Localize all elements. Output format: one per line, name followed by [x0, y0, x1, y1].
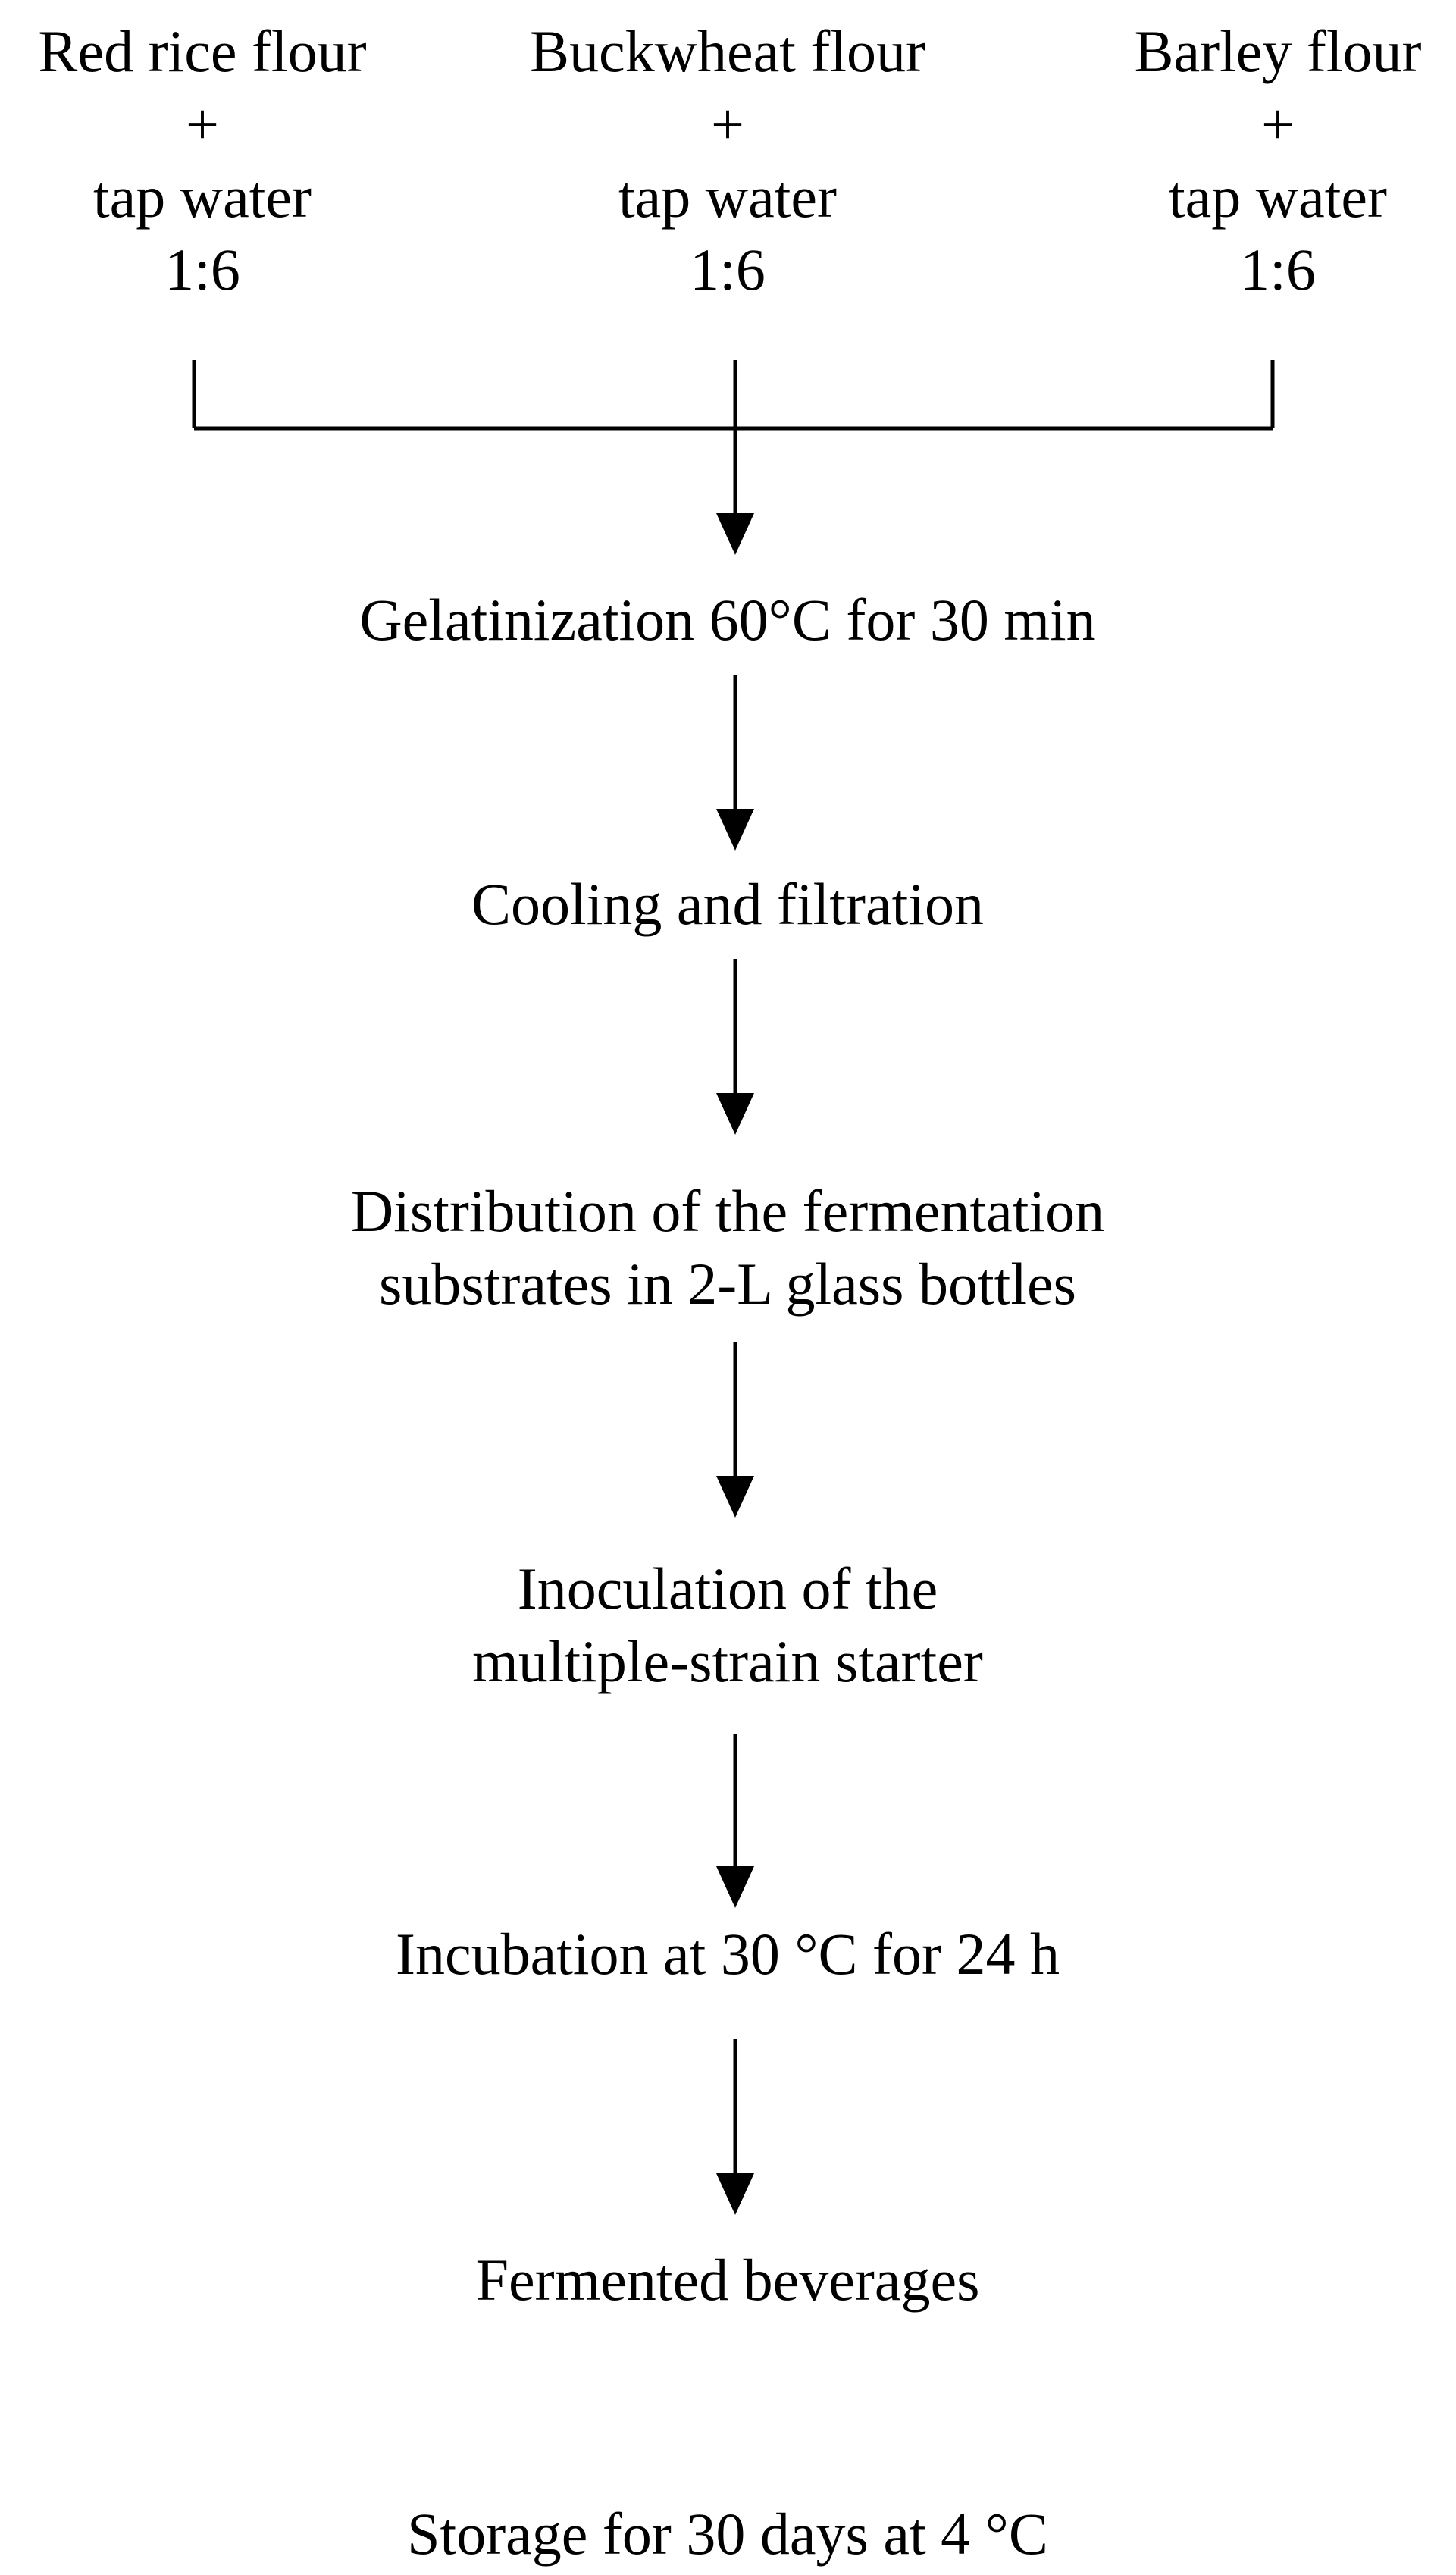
source-addition: tap water	[1168, 164, 1387, 230]
plus-sign: +	[711, 91, 744, 157]
step-inoculation: Inoculation of the multiple-strain start…	[273, 1552, 1182, 1698]
source-barley: Barley flour + tap water 1:6	[1035, 15, 1456, 306]
step-gelatinization: Gelatinization 60°C for 30 min	[273, 584, 1182, 656]
step-text: Storage for 30 days at 4 °C	[407, 2501, 1048, 2567]
source-name: Barley flour	[1134, 18, 1422, 84]
plus-sign: +	[1261, 91, 1295, 157]
source-buckwheat: Buckwheat flour + tap water 1:6	[485, 15, 970, 306]
source-ratio: 1:6	[1240, 237, 1316, 302]
source-ratio: 1:6	[164, 237, 240, 302]
source-red-rice: Red rice flour + tap water 1:6	[0, 15, 445, 306]
step-incubation: Incubation at 30 °C for 24 h	[273, 1918, 1182, 1991]
source-name: Buckwheat flour	[529, 18, 925, 84]
step-text: Fermented beverages	[475, 2247, 980, 2313]
step-text: Incubation at 30 °C for 24 h	[395, 1921, 1060, 1987]
step-cooling-filtration: Cooling and filtration	[273, 868, 1182, 941]
arrowhead-inoculation	[716, 1476, 754, 1518]
arrowhead-distribution	[716, 1093, 754, 1135]
source-ratio: 1:6	[690, 237, 766, 302]
step-text-line-1: Inoculation of the	[517, 1555, 938, 1621]
plus-sign: +	[186, 91, 219, 157]
step-text-line-2: multiple-strain starter	[472, 1628, 983, 1694]
step-text: Gelatinization 60°C for 30 min	[359, 587, 1096, 653]
arrowhead-cooling	[716, 809, 754, 851]
arrowhead-gelatinization	[716, 513, 754, 555]
source-addition: tap water	[92, 164, 312, 230]
arrowhead-incubation	[716, 1866, 754, 1908]
source-name: Red rice flour	[38, 18, 367, 84]
step-text-line-1: Distribution of the fermentation	[350, 1178, 1105, 1244]
step-fermented-beverages: Fermented beverages	[273, 2244, 1182, 2317]
step-storage: Storage for 30 days at 4 °C	[273, 2498, 1182, 2570]
step-distribution: Distribution of the fermentation substra…	[273, 1175, 1182, 1320]
arrowhead-fermented	[716, 2173, 754, 2215]
step-text-line-2: substrates in 2-L glass bottles	[378, 1251, 1076, 1317]
source-addition: tap water	[618, 164, 837, 230]
step-text: Cooling and filtration	[471, 871, 984, 937]
